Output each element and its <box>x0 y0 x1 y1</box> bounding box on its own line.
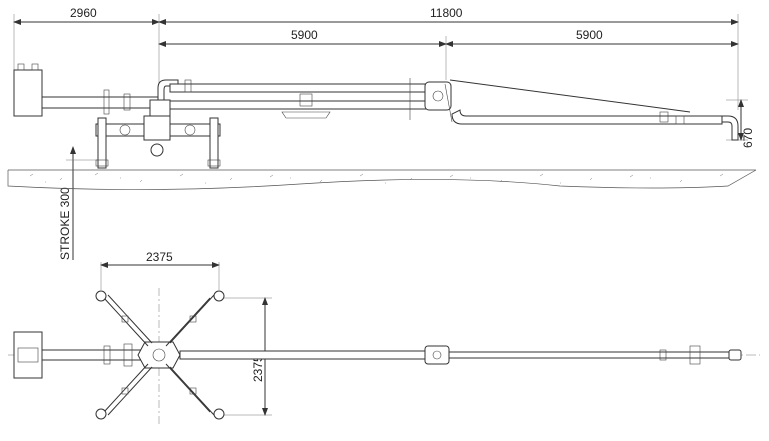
dim-overall-length: 11800 <box>430 6 463 20</box>
top-dimension-lines <box>13 14 739 110</box>
dim-boom-first-section: 5900 <box>291 28 318 42</box>
dim-leg-stroke: STROKE 300 <box>58 187 72 260</box>
plan-dimension-lines <box>100 262 272 416</box>
dim-rear-length: 2960 <box>70 6 97 20</box>
counterweight-box <box>13 69 43 117</box>
dim-plan-depth: 2375 <box>251 355 265 382</box>
side-view-machine <box>13 63 739 169</box>
dim-plan-width: 2375 <box>146 250 173 264</box>
dim-outlet-height: 670 <box>741 128 755 148</box>
ground-hatch-icon <box>29 172 724 184</box>
ground-line <box>7 169 757 190</box>
stroke-dimension <box>66 146 100 260</box>
plan-view-machine <box>8 288 760 426</box>
dim-boom-second-section: 5900 <box>576 28 603 42</box>
